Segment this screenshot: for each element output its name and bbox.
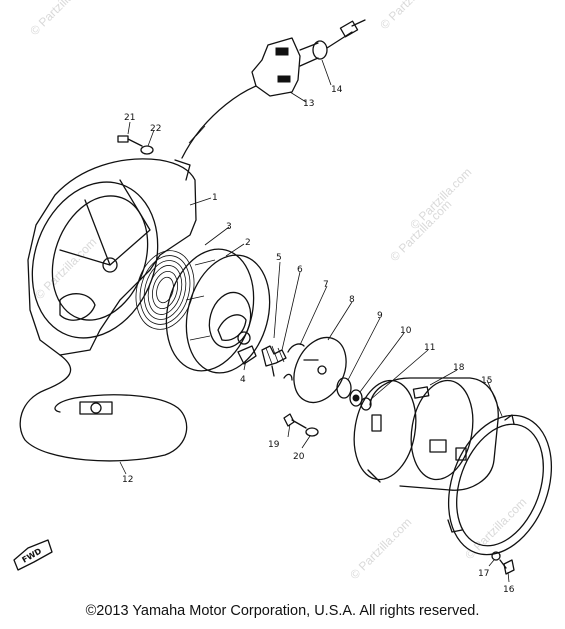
callout-label: 7 [323,280,329,290]
callout-label: 4 [240,375,246,385]
callout-label: 12 [122,475,133,485]
callout-label: 18 [453,363,465,373]
callout-label: 15 [481,376,492,386]
watermark-text: © Partzilla.com [377,0,444,32]
front-marker-label: FWD [21,546,44,564]
callout-label: 19 [268,440,280,450]
callout-label: 5 [276,253,282,263]
callout-label: 8 [349,295,355,305]
callout-label: 20 [293,452,305,462]
front-direction-marker: FWD [13,539,53,571]
watermark-text: © Partzilla.com [32,235,99,302]
callout-label: 10 [400,326,412,336]
callout-label: 16 [503,585,515,595]
copyright-notice: ©2013 Yamaha Motor Corporation, U.S.A. A… [85,603,480,619]
bolt-21-washer-22 [117,135,154,155]
leader-lines [119,59,510,583]
callout-label: 22 [150,124,161,134]
callout-label: 13 [303,99,314,109]
return-spring [135,250,195,330]
watermark-text: © Partzilla.com [347,515,414,582]
starter-rope [181,85,257,159]
callout-label: 6 [297,265,303,275]
callout-label: 2 [245,238,251,248]
bolt-19-washer-20 [283,413,319,437]
callout-label: 14 [331,85,343,95]
callout-label: 11 [424,343,435,353]
callout-numbers: 1 2 3 4 5 6 7 8 9 10 11 12 13 14 15 16 1… [122,85,515,595]
watermark-text: © Partzilla.com [387,197,454,264]
outer-ring [447,414,553,556]
watermark-layer: © Partzilla.com © Partzilla.com © Partzi… [27,0,529,582]
bolt-16-17 [491,551,515,575]
cable-handle-assembly [251,19,366,97]
callout-label: 17 [478,569,489,579]
callout-label: 9 [377,311,383,321]
starter-case [27,158,197,356]
sheave-drum [165,248,271,374]
handle-cord [19,354,188,462]
ratchet-plate [283,336,347,404]
pawl-and-spring [237,345,287,377]
watermark-text: © Partzilla.com [407,165,474,232]
callout-label: 21 [124,113,135,123]
washers-and-nut [336,377,372,411]
callout-label: 3 [226,222,232,232]
watermark-text: © Partzilla.com [27,0,94,38]
callout-label: 1 [212,193,218,203]
starter-cover-cup [353,377,499,491]
